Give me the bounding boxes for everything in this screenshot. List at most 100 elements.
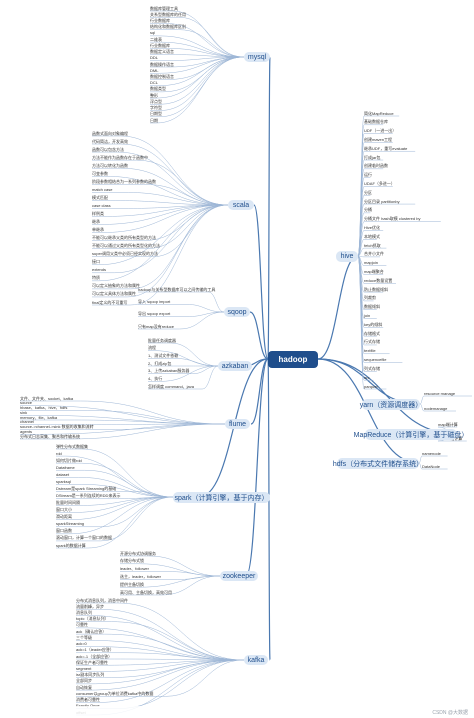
leaf-label: 消费者可靠性 <box>76 697 100 703</box>
leaf-label: 字符型 <box>150 105 162 111</box>
leaf-label: 方法不能作为函数存在于函数中 <box>92 154 148 160</box>
leaf-label: 分区 <box>364 189 372 195</box>
connector <box>114 659 245 710</box>
connector <box>117 602 245 661</box>
leaf-label: reduce数量设置 <box>364 277 393 283</box>
leaf-label: 弹性分布式数据集 <box>56 443 88 449</box>
leaf-label: ack（确认应答） <box>76 628 107 634</box>
connector <box>100 496 174 528</box>
connector <box>120 167 229 206</box>
connector <box>419 395 425 405</box>
connector <box>84 469 174 498</box>
connector <box>185 304 225 313</box>
connector <box>165 659 245 697</box>
leaf-label: 全部同步 <box>76 678 92 684</box>
connector <box>74 419 226 425</box>
leaf-label: 样例类 <box>92 210 104 216</box>
connector <box>159 56 245 62</box>
connector <box>114 204 229 274</box>
leaf-label: 分桶文件 hash取模 clustered by <box>364 216 421 222</box>
leaf-label: super调用父类中必须已经实现的方法 <box>92 251 159 257</box>
leaf-label: textfile <box>364 348 376 354</box>
connector <box>419 403 425 412</box>
connector <box>127 204 229 298</box>
leaf-label: 窗口大小 <box>56 507 72 513</box>
leaf-label: 数据控制语言 <box>150 73 174 79</box>
leaf-label: 滑动距离 <box>56 514 72 520</box>
connector <box>88 615 245 661</box>
connector <box>317 255 359 360</box>
leaf-label: 只有map没有reduce <box>138 323 175 329</box>
leaf-label: 三个等级 <box>76 634 92 640</box>
leaf-label: 继承 <box>92 219 100 225</box>
branch-hdfs[interactable]: hdfs（分布式文件储存系统） <box>333 458 423 469</box>
leaf-label: 流程 <box>148 345 156 351</box>
leaf-label: 二维表 <box>150 36 162 42</box>
leaf-label: memory、file、kafka <box>20 414 58 420</box>
leaf-label: sequencefile <box>364 357 387 363</box>
leaf-label: rdd <box>56 450 62 456</box>
leaf-label: 不能可以继承父类的所有类型的方法 <box>92 235 156 241</box>
leaf-label: 列式存储 <box>364 365 380 371</box>
connector <box>160 365 219 382</box>
connector <box>68 496 174 520</box>
connector <box>208 291 225 313</box>
branch-mapreduce[interactable]: MapReduce（计算引擎，基于磁盘） <box>354 429 468 440</box>
branch-scala[interactable]: scala <box>228 200 254 210</box>
leaf-label: UDF（一进一出） <box>364 128 397 134</box>
branch-flume[interactable]: flume <box>225 419 250 429</box>
branch-azkaban[interactable]: azkaban <box>218 361 252 371</box>
leaf-label: resource manage <box>424 390 456 396</box>
branch-zookeeper[interactable]: zookeeper <box>220 571 258 581</box>
connector <box>98 204 229 225</box>
branch-sqoop[interactable]: sqoop <box>224 307 250 317</box>
connector <box>178 29 245 58</box>
leaf-label: namenode <box>422 450 441 456</box>
leaf-label: 导出 sqoop export <box>138 311 171 317</box>
branch-yarn[interactable]: yarn（资源调度器） <box>360 399 422 410</box>
branch-hive[interactable]: hive <box>336 251 358 262</box>
leaf-label: 行业数据库 <box>150 17 170 23</box>
leaf-label: sparksql <box>56 478 71 484</box>
leaf-label: key的倾斜 <box>364 321 383 327</box>
connector <box>80 400 226 425</box>
leaf-label: 函数可以包含方法 <box>92 146 124 152</box>
branch-kafka[interactable]: kafka <box>244 655 268 665</box>
connector <box>357 255 365 390</box>
leaf-label: 4、执行 <box>148 375 163 381</box>
leaf-label: 数据定义语言 <box>150 49 174 55</box>
connector <box>136 159 229 206</box>
connector <box>146 204 229 249</box>
leaf-label: 流量削峰，异步 <box>76 603 104 609</box>
connector <box>98 204 229 266</box>
connector <box>139 575 221 588</box>
leaf-label: 防止数据倾斜 <box>364 286 388 292</box>
connector <box>249 311 269 360</box>
leaf-label: 基础数据仓库 <box>364 119 388 125</box>
root-node[interactable]: hadoop <box>268 351 318 368</box>
branch-spark[interactable]: spark（计算引擎，基于内存） <box>173 492 270 503</box>
leaf-label: 本地模式 <box>364 233 380 239</box>
leaf-label: Dataframe <box>56 464 75 470</box>
leaf-label: 消息队列 <box>76 609 92 615</box>
leaf-label: 日期 <box>150 117 158 123</box>
leaf-label: 不能可以通过父类的所有类型化的方法 <box>92 243 160 249</box>
connector <box>81 462 174 498</box>
connector <box>185 311 225 317</box>
leaf-label: topic（消息队列） <box>76 616 109 622</box>
leaf-label: ack=1（leader应答） <box>76 647 114 653</box>
leaf-label: mapjoin <box>364 260 379 266</box>
leaf-label: 方法可以转化为函数 <box>92 162 128 168</box>
leaf-label: 打成jar包 <box>364 154 381 160</box>
leaf-label: 批量任务调度器 <box>148 337 176 343</box>
leaf-label: channel <box>20 419 35 425</box>
leaf-label: 阶段参数相结合为一系列参数的函数 <box>92 178 156 184</box>
branch-mysql[interactable]: mysql <box>244 52 270 62</box>
leaf-label: 接口 <box>92 259 100 265</box>
connector <box>87 410 226 425</box>
leaf-label: 创建临时函数 <box>364 163 388 169</box>
leaf-label: 存储分布式锁 <box>120 558 144 564</box>
footer-ribbon <box>0 706 474 718</box>
leaf-label: 可靠性 <box>76 622 88 628</box>
